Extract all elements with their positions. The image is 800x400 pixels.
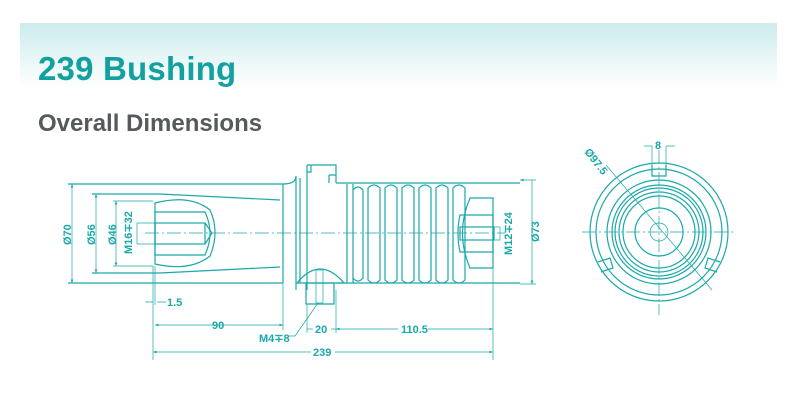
dim-dia-70: Ø70 [62,224,74,245]
end-view: 8 Ø97.5 [582,140,736,315]
dim-dia-73: Ø73 [530,221,542,242]
dim-thread-m4: M4∓8 [259,333,290,345]
dim-slot-8: 8 [655,140,661,152]
dim-20: 20 [315,324,327,336]
dim-110-5: 110.5 [401,324,428,336]
dim-90: 90 [212,320,224,332]
dim-239: 239 [313,347,331,359]
dim-1-5: 1.5 [167,297,182,309]
section-subtitle: Overall Dimensions [38,110,263,137]
dim-thread-m16: M16∓32 [123,211,135,254]
dim-dia-46: Ø46 [107,224,119,245]
dim-thread-m12: M12∓24 [503,211,515,255]
dim-dia-56: Ø56 [86,224,98,245]
dimensions: Ø70 Ø56 Ø46 M16∓32 M12∓24 Ø73 1.5 90 20 … [62,180,542,360]
header-band [20,23,777,88]
side-view [68,164,520,360]
dim-dia-97-5: Ø97.5 [582,146,610,177]
page-title: 239 Bushing [38,50,237,87]
sheds [352,184,466,284]
